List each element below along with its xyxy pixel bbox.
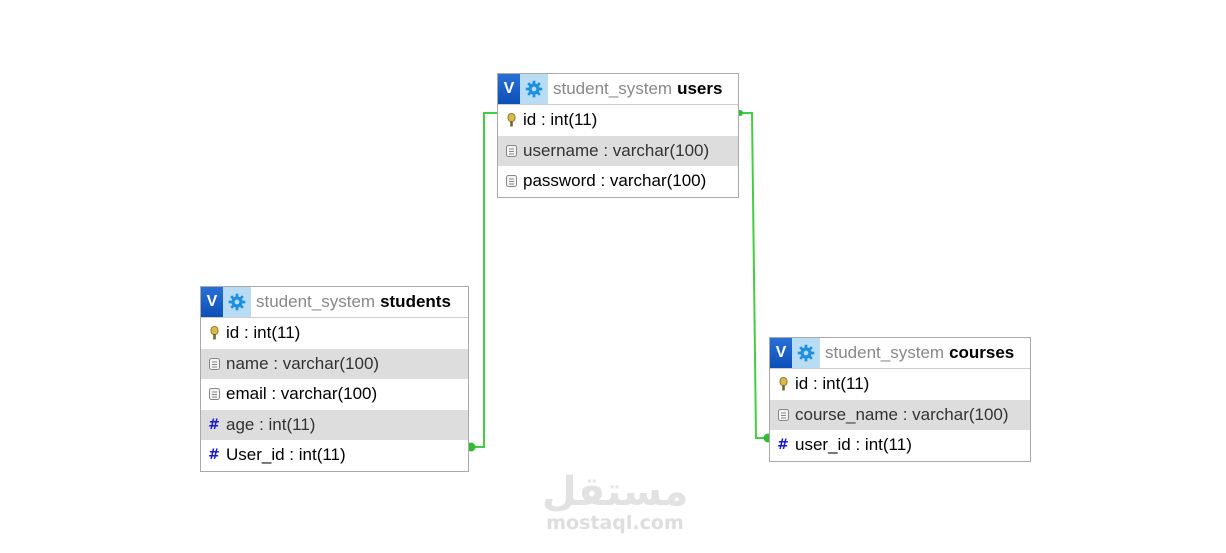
column-row[interactable]: password : varchar(100)	[498, 166, 738, 197]
field-icon	[208, 357, 220, 370]
column-row[interactable]: id : int(11)	[770, 369, 1030, 400]
field-icon	[505, 175, 517, 188]
column-label: name : varchar(100)	[226, 353, 380, 373]
watermark: مستقل mostaql.com	[540, 470, 690, 534]
column-row[interactable]: # age : int(11)	[201, 409, 468, 440]
gear-icon	[228, 293, 246, 311]
table-header[interactable]: V stu	[770, 338, 1030, 369]
watermark-arabic: مستقل	[541, 469, 689, 515]
table-name: courses	[949, 343, 1015, 362]
field-icon	[208, 388, 220, 401]
table-users[interactable]: V stu	[497, 73, 739, 198]
toggle-columns-button[interactable]: V	[498, 74, 520, 104]
relation-line-students-users	[470, 112, 498, 448]
gear-icon	[525, 80, 543, 98]
table-courses[interactable]: V stu	[769, 337, 1031, 462]
relation-line-courses-users	[739, 112, 769, 439]
gear-icon	[797, 344, 815, 362]
toggle-columns-button[interactable]: V	[201, 287, 223, 317]
column-row[interactable]: name : varchar(100)	[201, 348, 468, 379]
column-label: username : varchar(100)	[523, 140, 710, 160]
column-label: course_name : varchar(100)	[795, 404, 1009, 424]
watermark-latin: mostaql.com	[546, 512, 684, 534]
column-label: User_id : int(11)	[226, 445, 346, 465]
table-options-button[interactable]	[520, 74, 548, 104]
hash-icon: #	[208, 447, 220, 464]
table-options-button[interactable]	[792, 338, 820, 368]
field-icon	[505, 144, 517, 157]
column-row[interactable]: id : int(11)	[498, 105, 738, 136]
column-label: id : int(11)	[795, 374, 870, 394]
column-label: id : int(11)	[523, 110, 598, 130]
column-label: password : varchar(100)	[523, 171, 707, 191]
column-row[interactable]: # User_id : int(11)	[201, 440, 468, 471]
key-icon	[505, 113, 517, 127]
key-icon	[208, 326, 220, 340]
column-label: email : varchar(100)	[226, 384, 378, 404]
database-name: student_system	[825, 343, 945, 362]
column-row[interactable]: id : int(11)	[201, 318, 468, 349]
field-icon	[777, 408, 789, 421]
hash-icon: #	[777, 437, 789, 454]
table-options-button[interactable]	[223, 287, 251, 317]
database-name: student_system	[553, 79, 673, 98]
column-label: user_id : int(11)	[795, 435, 912, 455]
hash-icon: #	[208, 416, 220, 433]
table-name: users	[677, 79, 723, 98]
column-label: age : int(11)	[226, 414, 316, 434]
table-students[interactable]: V stu	[200, 286, 469, 472]
table-header[interactable]: V stu	[498, 74, 738, 105]
database-name: student_system	[256, 292, 376, 311]
column-row[interactable]: username : varchar(100)	[498, 135, 738, 166]
column-row[interactable]: # user_id : int(11)	[770, 430, 1030, 461]
toggle-columns-button[interactable]: V	[770, 338, 792, 368]
table-header[interactable]: V stu	[201, 287, 468, 318]
column-row[interactable]: course_name : varchar(100)	[770, 399, 1030, 430]
column-row[interactable]: email : varchar(100)	[201, 379, 468, 410]
table-name: students	[380, 292, 451, 311]
key-icon	[777, 377, 789, 391]
column-label: id : int(11)	[226, 323, 301, 343]
